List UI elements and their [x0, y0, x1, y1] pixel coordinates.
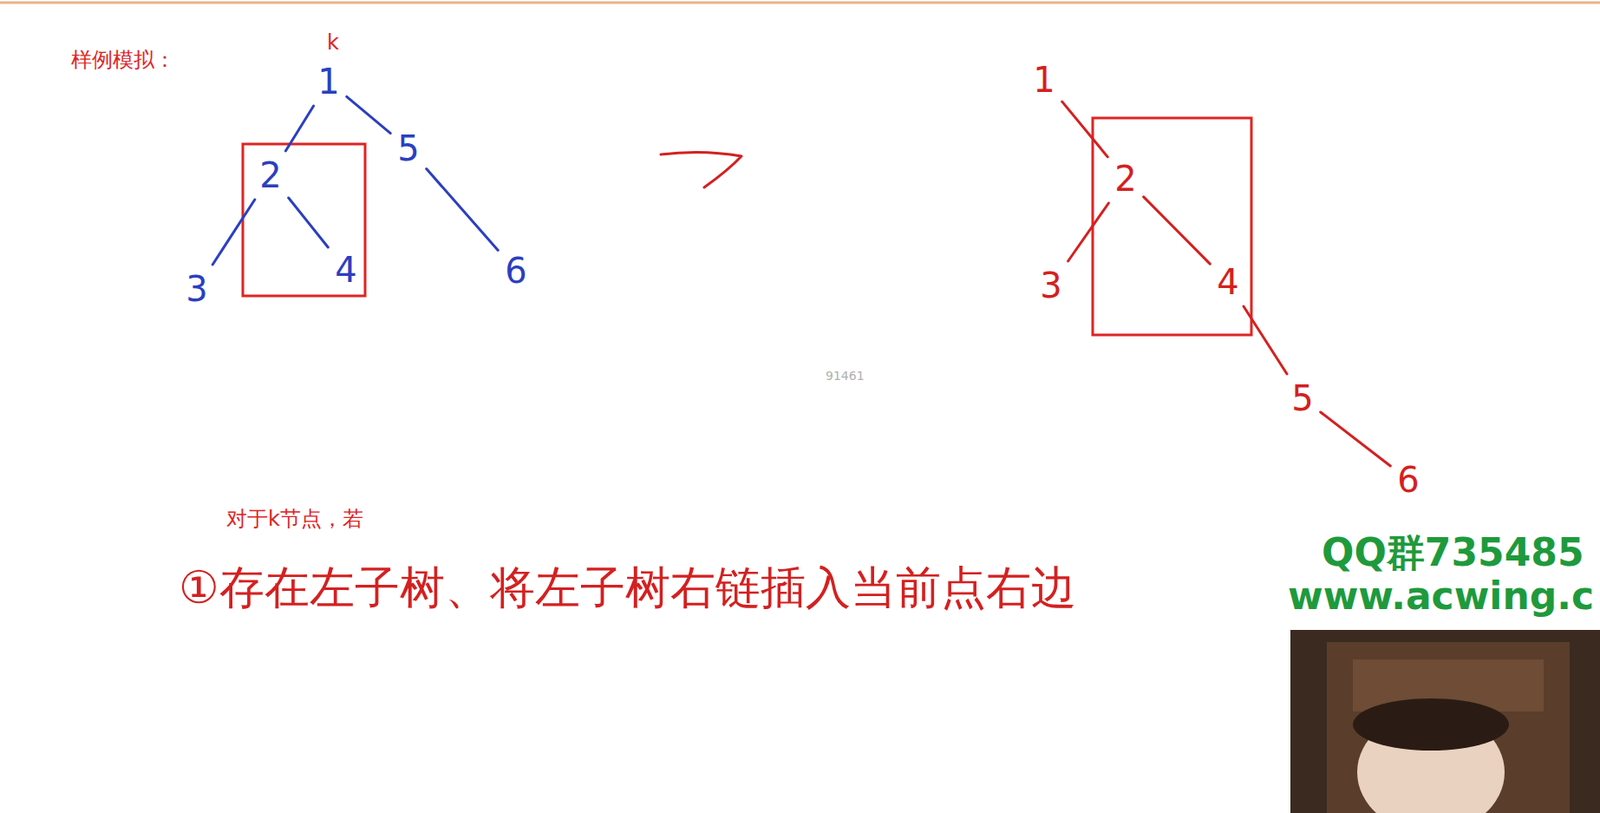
tree-edge — [1068, 202, 1110, 262]
webcam-image — [1290, 629, 1600, 813]
tree-edge — [1143, 196, 1211, 264]
tree-node: 2 — [255, 154, 285, 196]
tree-node: 1 — [313, 60, 343, 103]
node-number: 3 — [1039, 266, 1062, 305]
watermark: 91461 — [825, 368, 865, 383]
tree-node: 3 — [1036, 264, 1065, 307]
tree-edge — [288, 197, 329, 248]
node-number: 1 — [1032, 60, 1055, 99]
note-text: 对于k节点，若 — [226, 507, 364, 532]
tree-edge — [212, 199, 255, 265]
node-number: 5 — [1291, 378, 1313, 418]
node-marker: k — [326, 31, 340, 56]
top-rule — [0, 1, 1600, 5]
tree-node: 6 — [501, 249, 530, 292]
node-number: 6 — [1397, 460, 1419, 499]
handwritten-note: ①存在左子树、将左子树右链插入当前点右边 — [178, 561, 1077, 614]
tree-edge — [1243, 306, 1287, 374]
node-number: 6 — [504, 251, 527, 290]
tree-node: 3 — [182, 267, 211, 310]
tree-edge — [426, 169, 499, 251]
node-number: 4 — [1216, 262, 1239, 301]
tree-edge — [346, 96, 392, 133]
node-number: 1 — [317, 62, 340, 101]
node-number: 2 — [259, 156, 281, 195]
tree-edge — [1320, 411, 1392, 466]
highlight-box — [242, 143, 366, 296]
section-title: 样例模拟： — [71, 48, 176, 73]
watermark: www.acwing.c — [1287, 574, 1594, 619]
node-number: 5 — [397, 129, 419, 168]
node-number: 2 — [1114, 159, 1137, 198]
tree-node: 5 — [393, 127, 423, 170]
tree-node: 5 — [1287, 377, 1317, 419]
tree-node: 6 — [1393, 458, 1423, 501]
watermark: QQ群735485 — [1321, 530, 1585, 575]
tree-node: 4 — [1213, 261, 1242, 303]
node-number: 3 — [185, 269, 208, 308]
tree-edge — [285, 105, 314, 151]
tree-node: 2 — [1110, 157, 1140, 200]
node-number: 4 — [334, 250, 357, 289]
tree-node: 4 — [331, 248, 360, 291]
transform-arrow — [660, 151, 742, 188]
tree-node: 1 — [1029, 58, 1058, 101]
tree-edge — [1062, 101, 1109, 157]
highlight-box — [1092, 117, 1252, 335]
